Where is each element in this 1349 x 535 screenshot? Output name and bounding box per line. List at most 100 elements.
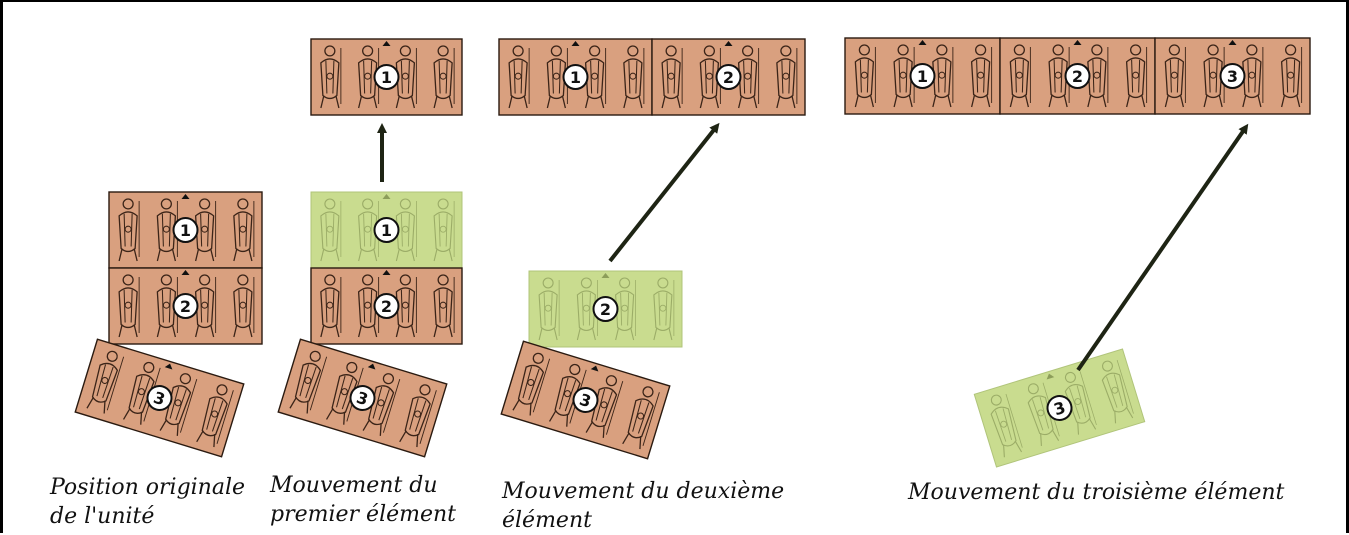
- element-number-badge: 3: [349, 385, 376, 411]
- element-number: 3: [1052, 398, 1068, 419]
- facing-arrow-icon: [1073, 40, 1082, 45]
- caption-original-position: Position originale de l'unité: [50, 473, 245, 531]
- element-number-badge: 1: [562, 64, 589, 90]
- element-number-badge: 2: [373, 293, 400, 319]
- soldier-figure-icon: [233, 198, 255, 262]
- soldier-figure-icon: [159, 373, 198, 436]
- element-number-badge: 3: [1219, 63, 1246, 89]
- caption-line: de l'unité: [50, 504, 155, 529]
- soldier-figure-icon: [1242, 44, 1264, 108]
- facing-arrow-icon: [590, 365, 599, 372]
- element-number-badge: 1: [373, 217, 400, 243]
- soldier-figure-icon: [118, 198, 140, 262]
- element-block-3-vacated: 3: [973, 348, 1146, 468]
- move-arrow-icon: [1076, 123, 1249, 372]
- soldier-figure-icon: [508, 45, 530, 109]
- element-number-badge: 2: [592, 296, 619, 322]
- element-block-1-moved: 1: [844, 37, 1001, 115]
- element-number: 1: [570, 68, 581, 87]
- move-arrow-icon: [608, 122, 720, 263]
- facing-arrow-icon: [181, 270, 190, 275]
- soldier-figure-icon: [584, 45, 607, 109]
- soldier-figure-icon: [615, 277, 637, 341]
- element-number: 2: [600, 300, 611, 319]
- soldier-figure-icon: [233, 274, 255, 338]
- facing-arrow-icon: [724, 41, 733, 46]
- facing-arrow-icon: [382, 270, 391, 275]
- element-number: 2: [723, 68, 734, 87]
- soldier-figure-icon: [623, 45, 645, 109]
- soldier-figure-icon: [1101, 359, 1134, 424]
- soldier-figure-icon: [156, 274, 178, 338]
- facing-arrow-icon: [367, 363, 376, 370]
- element-block-3: 3: [500, 340, 671, 460]
- element-number: 2: [381, 297, 392, 316]
- soldier-figure-icon: [194, 274, 217, 338]
- element-block-1: 1: [108, 191, 263, 269]
- element-number-badge: 3: [1046, 395, 1073, 421]
- element-block-2-vacated: 2: [528, 270, 683, 348]
- element-number: 1: [381, 221, 392, 240]
- soldier-figure-icon: [990, 393, 1023, 458]
- soldier-figure-icon: [358, 198, 380, 262]
- element-block-3: 3: [277, 338, 448, 458]
- facing-arrow-icon: [1228, 40, 1237, 45]
- element-number-badge: 1: [909, 63, 936, 89]
- soldier-figure-icon: [776, 45, 798, 109]
- caption-line: Mouvement du troisième élément: [908, 480, 1285, 505]
- element-number-badge: 1: [172, 217, 199, 243]
- soldier-figure-icon: [118, 274, 140, 338]
- soldier-figure-icon: [320, 45, 342, 109]
- soldier-figure-icon: [86, 350, 125, 414]
- element-number: 1: [917, 67, 928, 86]
- element-number: 3: [1227, 67, 1238, 86]
- soldier-figure-icon: [395, 198, 417, 262]
- movement-arrows: [377, 122, 1249, 372]
- soldier-figure-icon: [585, 375, 624, 438]
- soldier-figure-icon: [289, 350, 328, 414]
- caption-second-element-move: Mouvement du deuxième élément: [502, 477, 784, 535]
- soldier-figure-icon: [433, 45, 455, 109]
- element-base: [310, 38, 463, 116]
- element-number: 3: [577, 390, 593, 411]
- soldier-figure-icon: [1203, 44, 1225, 108]
- soldier-figure-icon: [512, 352, 551, 416]
- facing-arrow-icon: [1046, 373, 1055, 380]
- element-block-2: 2: [310, 267, 463, 345]
- caption-third-element-move: Mouvement du troisième élément: [908, 478, 1284, 507]
- soldier-figure-icon: [194, 198, 217, 262]
- element-number-badge: 3: [146, 385, 173, 411]
- element-block-2-moved: 2: [651, 38, 806, 116]
- facing-arrow-icon: [181, 194, 190, 199]
- soldier-figure-icon: [854, 44, 876, 108]
- element-block-1-vacated: 1: [310, 191, 463, 269]
- element-number-badge: 3: [572, 387, 599, 413]
- element-block-3-moved: 3: [1154, 37, 1311, 115]
- soldier-figure-icon: [622, 386, 660, 450]
- soldier-figure-icon: [932, 44, 954, 108]
- soldier-figure-icon: [737, 45, 760, 109]
- soldier-figure-icon: [156, 198, 178, 262]
- element-blocks: 1 2 3 1 1 2 3 1 2 2 3 1 2 3 3: [74, 37, 1311, 468]
- element-number: 1: [381, 68, 392, 87]
- soldier-figure-icon: [399, 384, 437, 448]
- caption-line: premier élément: [270, 502, 457, 527]
- soldier-figure-icon: [970, 44, 993, 108]
- element-block-2: 2: [108, 267, 263, 345]
- soldier-figure-icon: [1087, 44, 1109, 108]
- element-number: 1: [180, 221, 191, 240]
- element-block-2-moved: 2: [999, 37, 1156, 115]
- facing-arrow-icon: [382, 194, 391, 199]
- soldier-figure-icon: [196, 384, 234, 448]
- soldier-figure-icon: [395, 45, 417, 109]
- soldier-figure-icon: [1125, 44, 1148, 108]
- caption-first-element-move: Mouvement du premier élément: [270, 471, 456, 529]
- caption-line: Mouvement du deuxième: [502, 479, 785, 504]
- facing-arrow-icon: [164, 363, 173, 370]
- soldier-figure-icon: [1280, 44, 1303, 108]
- element-number-badge: 2: [1064, 63, 1091, 89]
- element-number-badge: 2: [172, 293, 199, 319]
- element-number: 3: [151, 388, 167, 409]
- element-number-badge: 1: [373, 64, 400, 90]
